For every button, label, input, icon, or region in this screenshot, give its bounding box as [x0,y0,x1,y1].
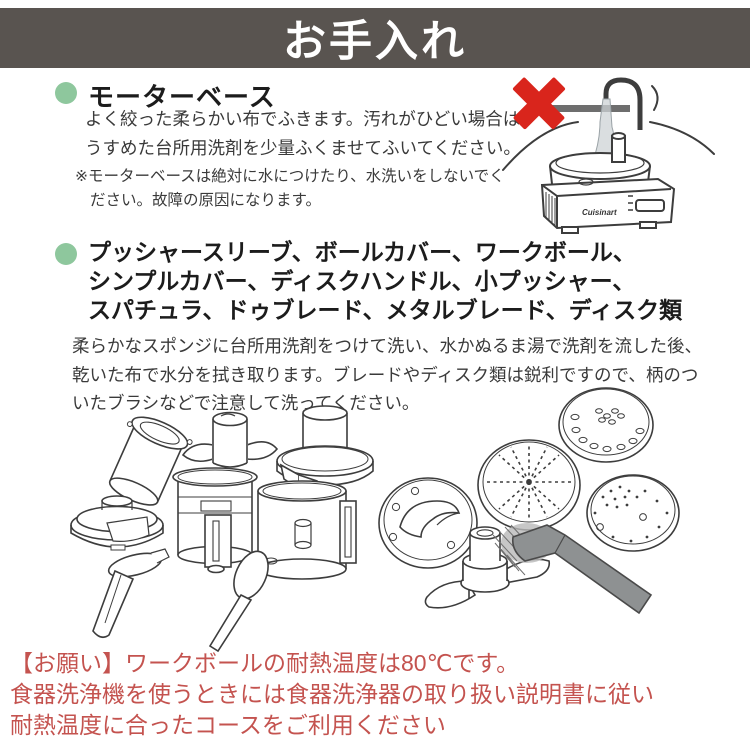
parts-body-line2: 乾いた布で水分を拭き取ります。ブレードやディスク類は鋭利ですので、柄のつ [72,364,699,385]
cleaning-brush [492,523,653,615]
food-processor-drawing [540,132,676,234]
motor-base-note-line2: ださい。故障の原因になります。 [90,192,321,209]
motor-base-note: ※モーターベースは絶対に水につけたり、水洗いをしないでく ださい。故障の原因にな… [75,165,505,213]
work-bowl [257,480,357,580]
page-title-bar: お手入れ [0,8,750,68]
motor-base-body: よく絞った柔らかい布でふきます。汚れがひどい場合は、 うすめた台所用洗剤を少量ふ… [85,105,538,162]
disc-slicing [378,477,478,569]
no-wash-illustration: Cuisinart [502,77,715,234]
green-bullet-icon [55,243,77,265]
pusher-sleeve [108,416,193,506]
shelf-bar [534,105,630,112]
cuisinart-logo-text: Cuisinart [582,208,617,217]
heat-warning-line2: 食器洗浄機を使うときには食器洗浄器の取り扱い説明書に従い [10,681,654,707]
bowl-cover [276,405,374,494]
parts-heading-line1: プッシャースリーブ、ボールカバー、ワークボール、 [88,239,636,265]
heat-warning-line1: 【お願い】ワークボールの耐熱温度は80℃です。 [10,650,520,676]
parts-heading-line3: スパチュラ、ドゥブレード、メタルブレード、ディスク類 [88,297,683,323]
spatula [208,550,269,653]
sink-edge-left [502,121,579,171]
parts-heading-line2: シンプルカバー、ディスクハンドル、小プッシャー、 [88,268,636,294]
motor-base-heading: モーターベース [88,82,276,112]
page-title: お手入れ [283,18,467,66]
disc-handle [92,548,170,639]
disc-oval-holes [558,387,654,463]
simple-cover [70,495,164,551]
motor-base-body-line2: うすめた台所用洗剤を少量ふくませてふいてください。 [85,137,521,158]
green-bullet-icon [55,82,77,104]
red-x-icon [512,77,566,130]
sink-edge-right [649,121,715,155]
parts-heading: プッシャースリーブ、ボールカバー、ワークボール、 シンプルカバー、ディスクハンド… [88,238,682,325]
parts-illustration [70,387,680,653]
disc-small-holes [586,474,680,552]
motor-base-note-line1: ※モーターベースは絶対に水につけたり、水洗いをしないでく [75,168,505,185]
motor-base-body-line1: よく絞った柔らかい布でふきます。汚れがひどい場合は、 [85,109,538,129]
disc-shredding [477,439,581,531]
parts-body-line1: 柔らかなスポンジに台所用洗剤をつけて洗い、水かぬるま湯で洗剤を流した後、 [72,336,702,356]
heat-warning-text: 【お願い】ワークボールの耐熱温度は80℃です。 食器洗浄機を使うときには食器洗浄… [10,648,654,741]
work-bowl-inner [172,467,258,574]
heat-warning-line3: 耐熱温度に合ったコースをご利用ください [10,712,446,738]
dough-blade [181,411,279,468]
